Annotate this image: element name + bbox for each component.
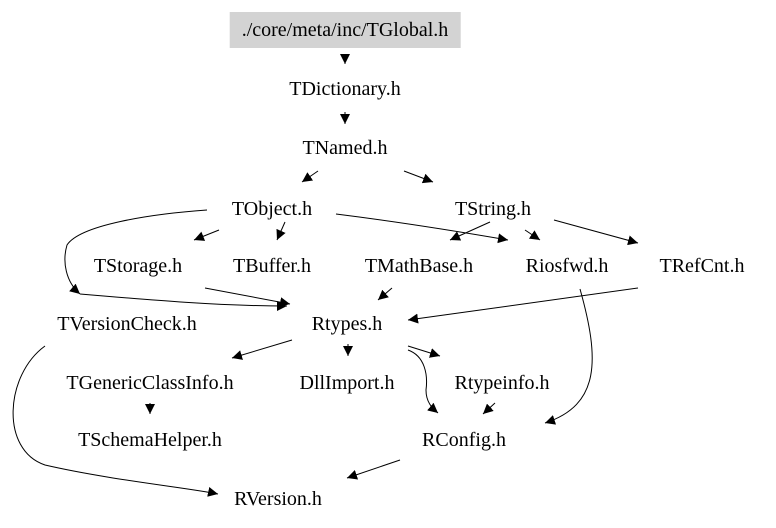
graph-node-tnamed: TNamed.h <box>302 137 388 159</box>
edge-tversioncheck-to-rtypes <box>79 293 288 311</box>
graph-node-tmathbase: TMathBase.h <box>364 255 474 277</box>
edge-tobject-to-tstorage <box>193 229 220 241</box>
edge-tobject-to-tversioncheck <box>64 209 208 295</box>
graph-node-dllimport: DllImport.h <box>299 372 395 394</box>
graph-node-rtypeinfo: Rtypeinfo.h <box>454 372 550 394</box>
edge-tversioncheck-to-rversion <box>12 345 219 497</box>
edge-rtypes-to-rconfig <box>407 349 439 414</box>
graph-node-tbuffer: TBuffer.h <box>233 255 311 277</box>
graph-node-tdictionary: TDictionary.h <box>289 78 401 100</box>
graph-node-tstring: TString.h <box>454 198 532 220</box>
edge-rtypes-to-tgenericclassinfo <box>231 339 293 360</box>
graph-node-tversioncheck: TVersionCheck.h <box>57 313 197 335</box>
graph-node-tglobal: ./core/meta/inc/TGlobal.h <box>229 12 461 48</box>
graph-node-trefcnt: TRefCnt.h <box>659 255 745 277</box>
graph-node-tobject: TObject.h <box>231 198 313 220</box>
graph-node-tschemahelper: TSchemaHelper.h <box>78 429 222 451</box>
edge-tstring-to-riosfwd <box>524 229 541 241</box>
edge-tmathbase-to-rtypes <box>377 287 393 301</box>
edge-tobject-to-tbuffer <box>276 221 286 241</box>
edge-trefcnt-to-rtypes <box>407 287 639 324</box>
edge-tstring-to-trefcnt <box>553 219 639 246</box>
graph-node-tgenericclassinfo: TGenericClassInfo.h <box>66 372 234 394</box>
graph-node-rconfig: RConfig.h <box>422 429 506 451</box>
edge-rtypeinfo-to-rconfig <box>482 402 496 415</box>
edge-tstorage-to-rtypes <box>204 287 291 308</box>
edge-tnamed-to-tobject <box>301 170 319 183</box>
graph-node-rtypes: Rtypes.h <box>311 313 383 335</box>
edge-tnamed-to-tstring <box>403 170 434 184</box>
edge-rconfig-to-rversion <box>346 459 401 480</box>
graph-node-rversion: RVersion.h <box>234 488 322 510</box>
edge-rtypes-to-rtypeinfo <box>407 345 441 358</box>
edge-tobject-to-riosfwd <box>335 213 509 244</box>
edge-tstring-to-tmathbase <box>449 221 491 241</box>
edge-riosfwd-to-rconfig <box>544 288 593 425</box>
graph-node-riosfwd: Riosfwd.h <box>525 255 609 277</box>
graph-node-tstorage: TStorage.h <box>93 255 183 277</box>
